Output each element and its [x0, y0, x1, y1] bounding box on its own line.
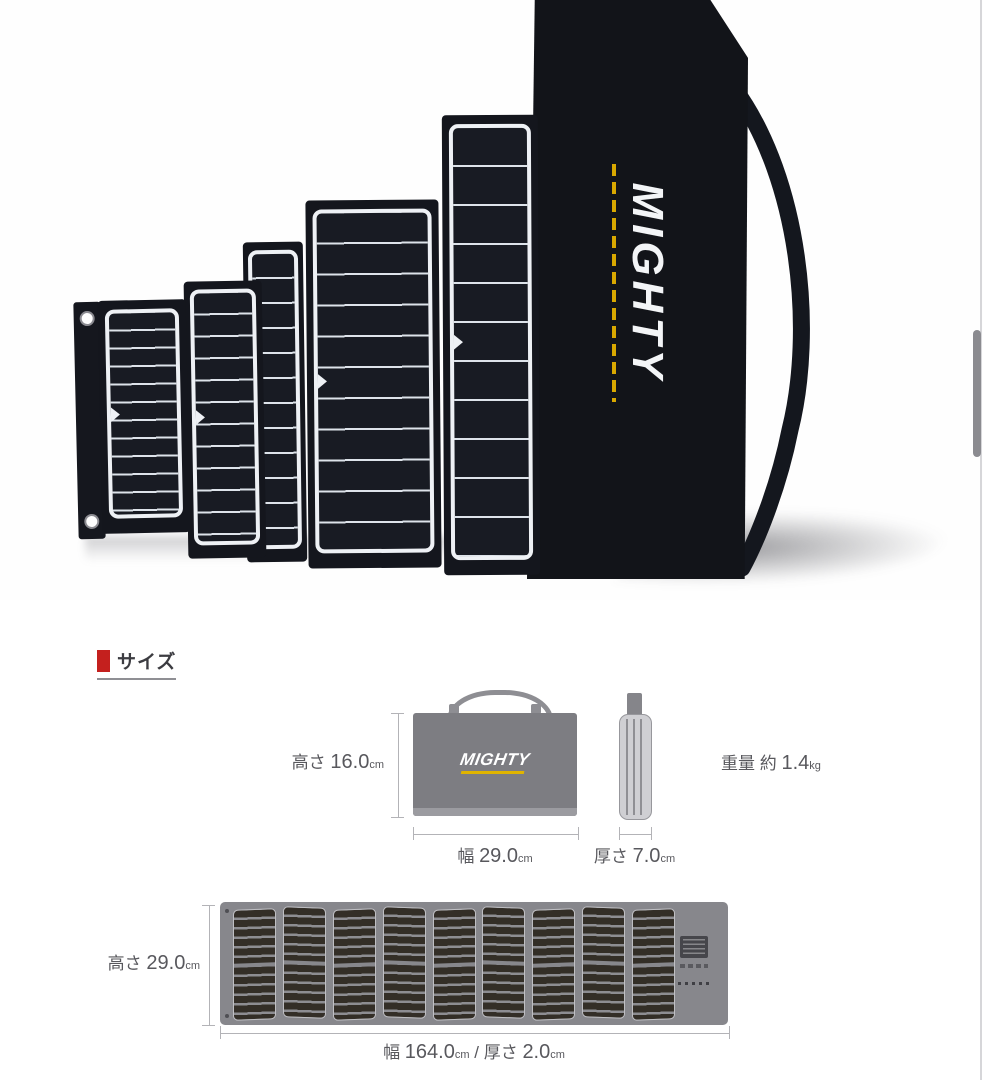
cell-notch: [451, 333, 464, 352]
solar-cell-area: [448, 123, 534, 561]
cell-notch: [108, 405, 121, 424]
folded-width-dimension-line: [413, 827, 579, 840]
solar-panel-stack-5: [441, 114, 541, 576]
logo-yellow-underline: [461, 770, 526, 774]
controller-mini-text: [680, 964, 708, 968]
thickness-label: 厚さ 7.0cm: [593, 845, 676, 867]
brand-logo-text: MIGHTY: [623, 182, 672, 384]
unfolded-panel-top-view: [220, 902, 728, 1025]
controller-label-patch: [680, 936, 708, 958]
solar-panel-stack-2: [183, 280, 267, 559]
grommet-hole: [84, 513, 100, 530]
unfolded-width-label: 幅 164.0cm / 厚さ 2.0cm: [383, 1041, 565, 1063]
red-bullet-icon: [97, 649, 110, 672]
solar-cell: [532, 908, 576, 1021]
thickness-dimension-line: [619, 827, 652, 840]
size-section-title: サイズ: [117, 652, 177, 673]
unfolded-height-label: 高さ 29.0cm: [107, 952, 200, 974]
solar-cell-row: [233, 906, 676, 1021]
brand-logo-vertical: MIGHTY: [608, 118, 672, 448]
handle-tab: [531, 704, 541, 714]
solar-panel-stack-4: [305, 199, 442, 569]
case-bottom-strip: [413, 808, 577, 816]
carry-strap: [726, 81, 810, 577]
side-view-stripes: [626, 719, 645, 815]
solar-cell-area: [312, 208, 435, 554]
folded-height-dimension-line: [391, 713, 404, 818]
scrollbar-thumb[interactable]: [973, 330, 981, 457]
case-front-logo: MIGHTY: [458, 750, 532, 774]
folded-case-front-view: MIGHTY: [413, 713, 577, 816]
carry-case: MIGHTY: [527, 0, 748, 579]
unfolded-height-dimension-line: [202, 905, 215, 1026]
side-view-handle-tab: [627, 693, 642, 717]
solar-cell: [582, 906, 626, 1019]
cell-notch: [315, 372, 328, 391]
grommet-hole: [225, 909, 229, 913]
unfolded-width-dimension-line: [220, 1026, 730, 1039]
solar-cell: [233, 908, 276, 1021]
solar-cell: [382, 906, 426, 1019]
solar-cell: [632, 908, 676, 1021]
solar-cell: [482, 906, 526, 1019]
size-section-header: サイズ: [97, 647, 177, 680]
solar-panel-stack-1: [97, 299, 191, 534]
grommet-hole: [225, 1014, 229, 1018]
grommet-hole: [79, 310, 95, 327]
solar-cell-area: [189, 288, 261, 546]
cell-notch: [193, 408, 206, 427]
solar-cell: [332, 908, 376, 1021]
brand-logo-tagline-stripe: [612, 164, 616, 402]
folded-case-side-view: [619, 714, 652, 820]
product-photo: MIGHTY: [73, 0, 966, 584]
folded-height-label: 高さ 16.0cm: [291, 751, 384, 773]
solar-cell: [432, 908, 476, 1021]
scrollbar-track[interactable]: [980, 0, 982, 1080]
solar-cell-area: [104, 308, 184, 519]
solar-cell: [282, 906, 326, 1019]
handle-tab: [449, 704, 459, 714]
folded-width-label: 幅 29.0cm: [457, 845, 533, 867]
controller-dots: [678, 982, 710, 985]
weight-label: 重量 約 1.4kg: [721, 752, 821, 774]
